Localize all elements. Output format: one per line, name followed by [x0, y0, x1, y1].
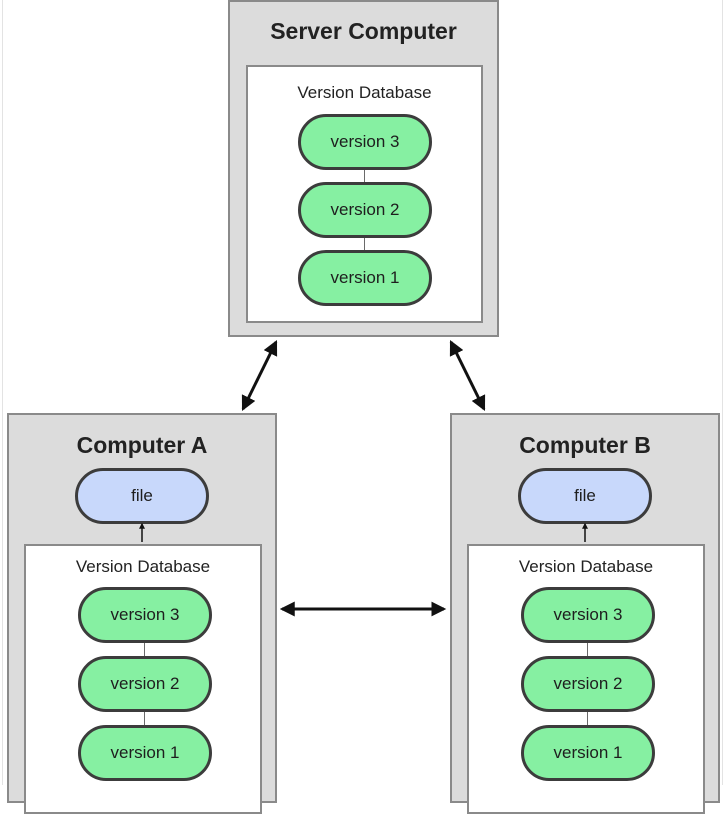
- computer-a-version-1: version 1: [78, 725, 212, 781]
- computer-b-version-2: version 2: [521, 656, 655, 712]
- frame-right-edge: [722, 0, 723, 785]
- server-computer-a-sync-arrow: [241, 339, 278, 412]
- server-computer-b-sync-arrow: [449, 339, 486, 412]
- computer-a-version-database: Version Database version 3 version 2 ver…: [24, 544, 262, 814]
- computer-b-version-1: version 1: [521, 725, 655, 781]
- computer-a-box: Computer A file Version Database version…: [7, 413, 277, 814]
- computer-b-db-title: Version Database: [518, 557, 654, 576]
- computer-a-connector-3-2: [144, 642, 145, 658]
- computer-b-title: Computer B: [519, 432, 651, 458]
- server-version-1: version 1: [298, 250, 432, 306]
- frame-left-edge: [2, 0, 3, 785]
- server-version-3: version 3: [298, 114, 432, 170]
- server-computer-title: Server Computer: [270, 18, 457, 44]
- server-connector-2-1: [364, 238, 365, 252]
- computer-b-connector-3-2: [587, 642, 588, 658]
- arrows-layer: [139, 339, 588, 617]
- computer-a-file: file: [75, 468, 209, 524]
- computer-a-title: Computer A: [76, 432, 208, 458]
- server-db-title: Version Database: [297, 83, 432, 102]
- server-connector-3-2: [364, 170, 365, 184]
- computer-a-version-3: version 3: [78, 587, 212, 643]
- server-computer-box: Server Computer Version Database version…: [228, 0, 499, 337]
- computer-a-db-title: Version Database: [75, 557, 211, 576]
- computer-b-version-database: Version Database version 3 version 2 ver…: [467, 544, 705, 814]
- computer-b-connector-2-1: [587, 711, 588, 727]
- computer-b-version-3: version 3: [521, 587, 655, 643]
- computer-b-file: file: [518, 468, 652, 524]
- server-version-2: version 2: [298, 182, 432, 238]
- computer-a-connector-2-1: [144, 711, 145, 727]
- server-version-database: Version Database version 3 version 2 ver…: [246, 65, 483, 323]
- computer-a-version-2: version 2: [78, 656, 212, 712]
